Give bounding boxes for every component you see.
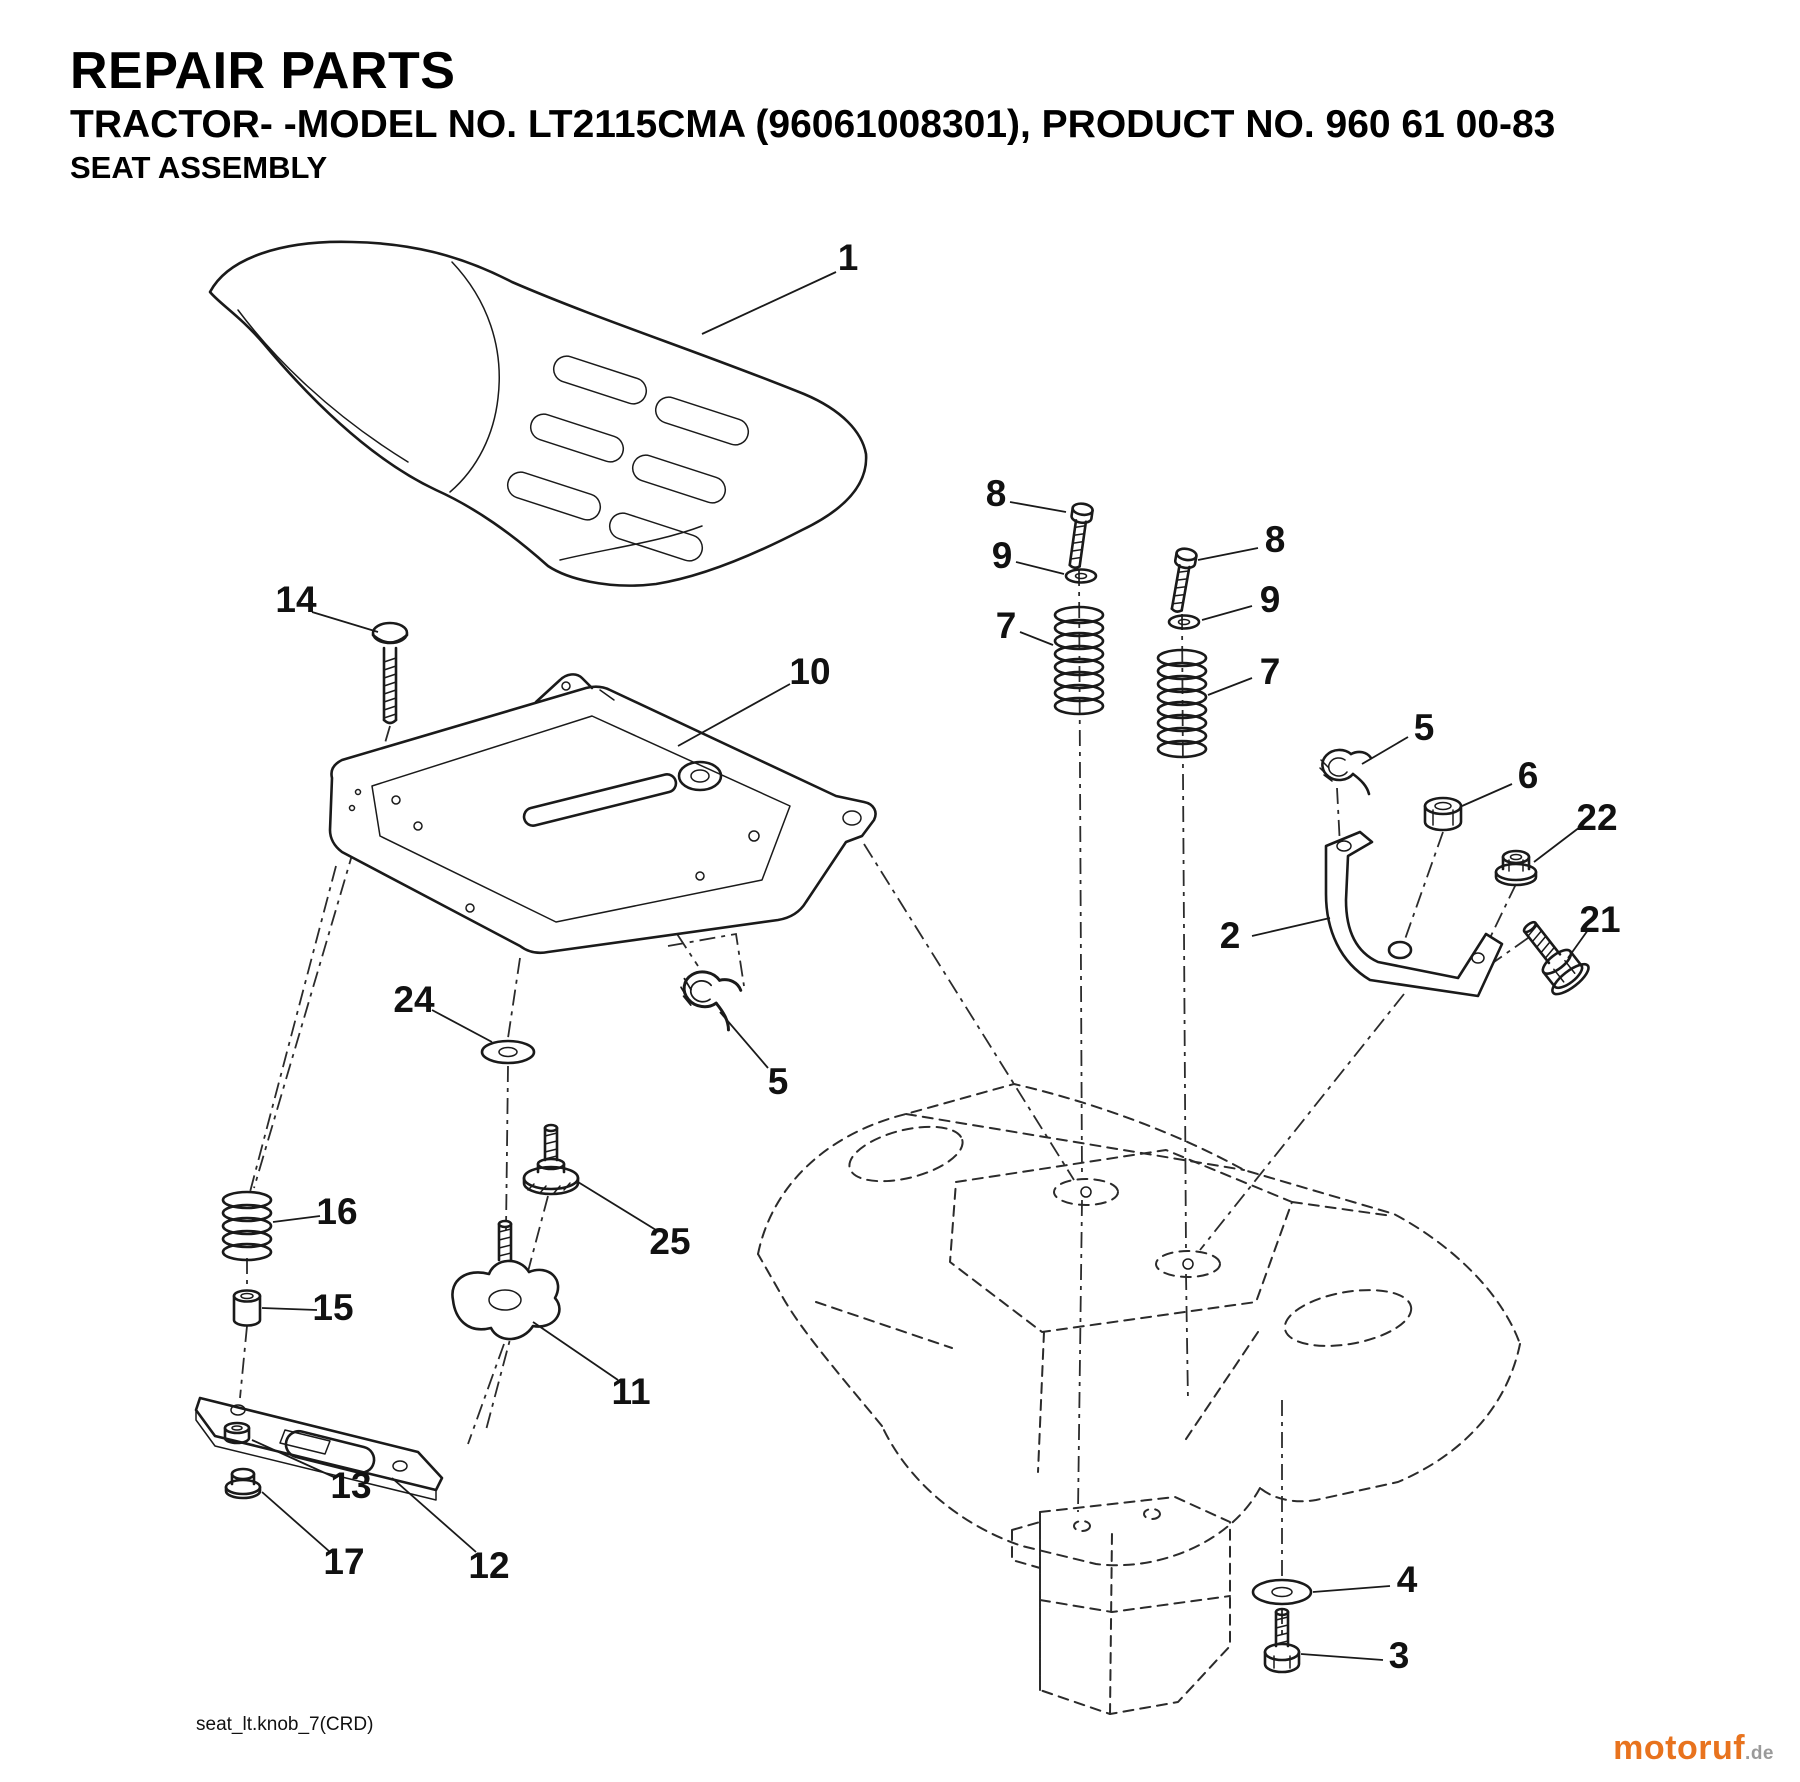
callout-15: 15 (312, 1287, 353, 1328)
part-nut-6 (1423, 796, 1463, 832)
callout-2: 2 (1220, 915, 1241, 956)
callout-9-left: 9 (992, 535, 1013, 576)
part-bushing-15 (232, 1289, 262, 1327)
header: REPAIR PARTS TRACTOR- -MODEL NO. LT2115C… (70, 44, 1555, 186)
callout-13: 13 (330, 1465, 371, 1506)
callout-8-left: 8 (986, 473, 1007, 514)
callout-1: 1 (838, 237, 859, 278)
part-clip-5-right (1319, 748, 1373, 796)
part-nut-17 (224, 1467, 262, 1500)
callout-21: 21 (1579, 899, 1620, 940)
part-spring-16 (221, 1190, 273, 1262)
callout-9-right: 9 (1260, 579, 1281, 620)
part-screw-8-left (1068, 502, 1094, 570)
part-screw-8-right (1170, 547, 1198, 613)
part-bolt-14 (371, 621, 409, 725)
part-clip-5-left (680, 970, 743, 1032)
page-title: REPAIR PARTS (70, 42, 456, 100)
part-bolt-21 (1522, 920, 1590, 996)
watermark-name: motoruf (1613, 1729, 1746, 1767)
part-bolt-3 (1263, 1607, 1301, 1674)
callout-11: 11 (611, 1371, 650, 1412)
watermark-logo: motoruf.de (1613, 1729, 1774, 1768)
leader-lines (251, 271, 1589, 1661)
callout-25: 25 (649, 1221, 690, 1262)
section-title: SEAT ASSEMBLY (70, 150, 328, 186)
callout-numbers: 1 14 10 8 9 7 8 9 7 5 6 22 2 21 24 5 25 … (275, 237, 1620, 1676)
part-washer-9-right (1167, 614, 1201, 630)
callout-8-right: 8 (1265, 519, 1286, 560)
part-seat (208, 240, 868, 587)
part-spring-7-right (1156, 648, 1208, 759)
part-nut-13 (223, 1421, 251, 1445)
callout-7-right: 7 (1260, 651, 1281, 692)
callout-4: 4 (1397, 1559, 1418, 1600)
fender-hidden-outline (757, 1083, 1521, 1567)
callout-10: 10 (789, 651, 830, 692)
drawing-code: seat_lt.knob_7(CRD) (196, 1714, 374, 1735)
part-seat-pan (328, 673, 877, 955)
callout-5-right: 5 (1414, 707, 1435, 748)
callout-3: 3 (1389, 1635, 1410, 1676)
callout-14: 14 (275, 579, 317, 620)
part-bracket-2 (1324, 830, 1504, 998)
callout-17: 17 (323, 1541, 364, 1582)
callout-7-left: 7 (996, 605, 1017, 646)
callout-5-left: 5 (768, 1061, 789, 1102)
part-washer-9-left (1064, 568, 1098, 584)
callout-12: 12 (468, 1545, 509, 1586)
callout-16: 16 (316, 1191, 357, 1232)
model-line: TRACTOR- -MODEL NO. LT2115CMA (960610083… (70, 102, 1556, 146)
part-washer-4 (1251, 1578, 1313, 1606)
callout-6: 6 (1518, 755, 1539, 796)
part-nut-22 (1494, 849, 1538, 887)
callout-24: 24 (393, 979, 435, 1020)
frame-bracket-hidden-outline (1011, 1496, 1231, 1715)
watermark-tld: .de (1745, 1743, 1774, 1764)
callout-22: 22 (1576, 797, 1617, 838)
part-screw-25 (522, 1123, 580, 1196)
part-bracket-12 (194, 1396, 444, 1501)
part-spring-7-left (1053, 605, 1105, 716)
part-knob-11 (451, 1219, 561, 1341)
part-washer-24 (480, 1039, 536, 1065)
